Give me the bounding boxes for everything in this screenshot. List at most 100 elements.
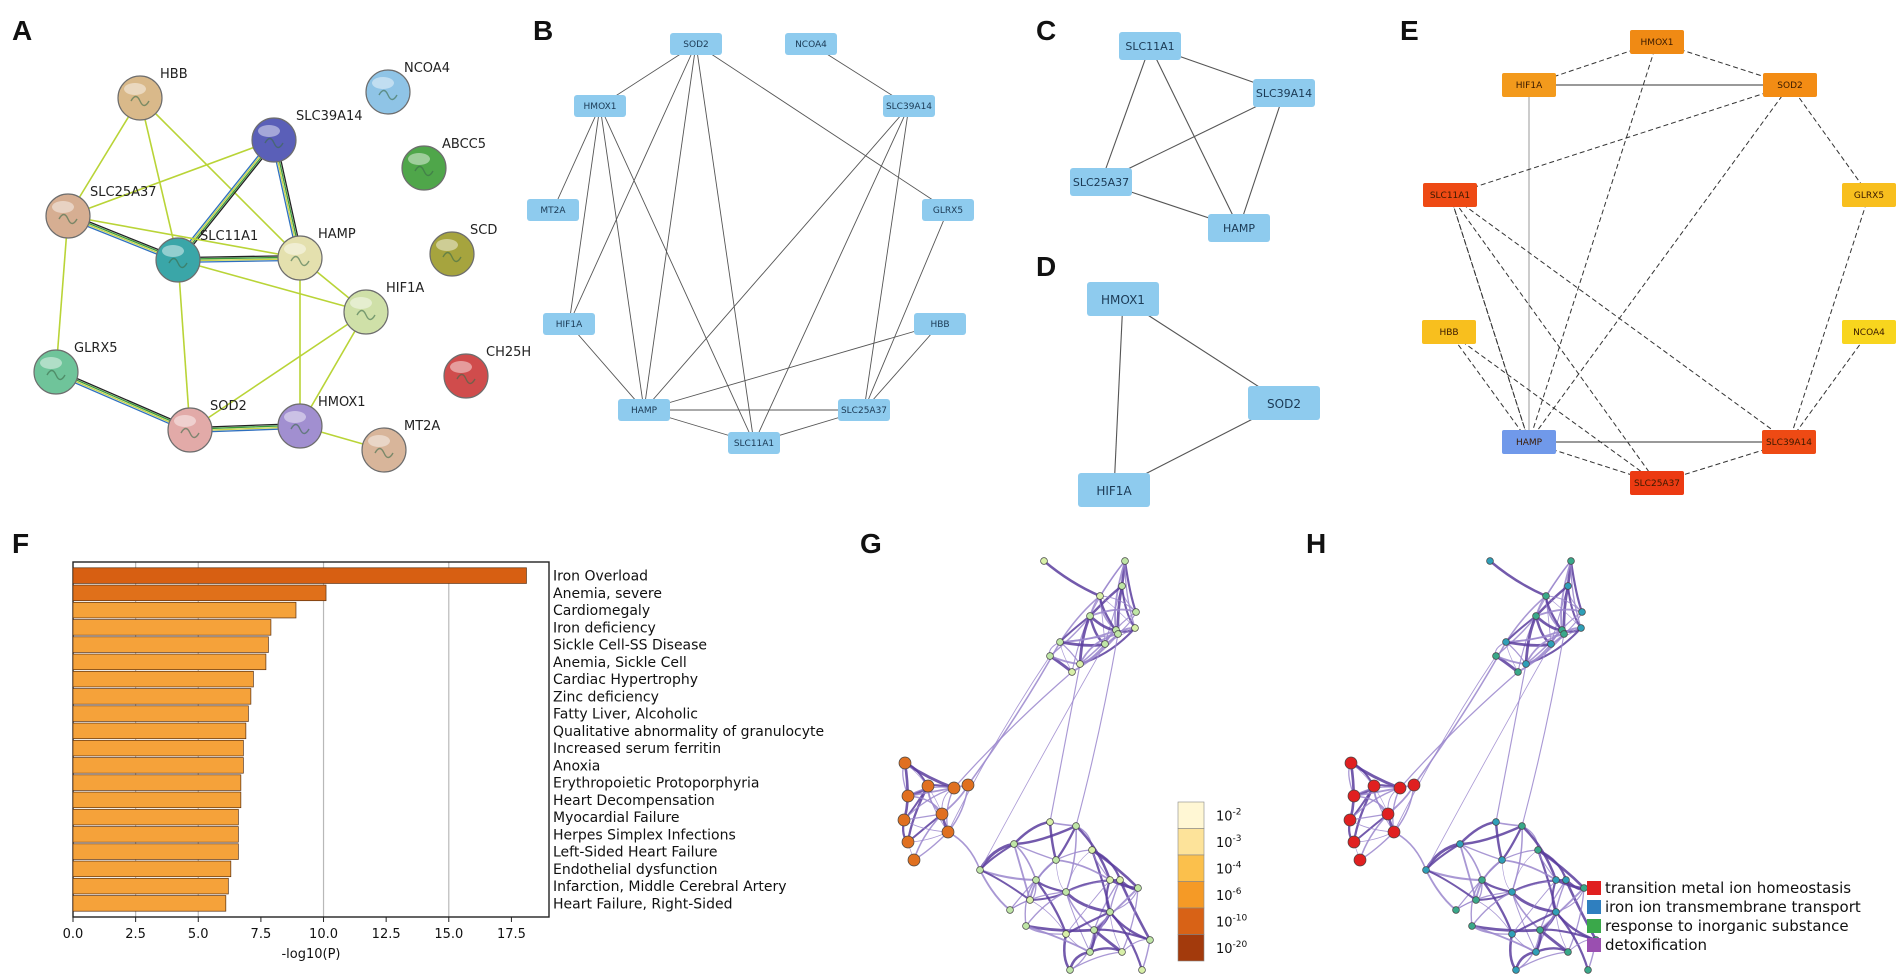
network-node xyxy=(1088,846,1096,854)
node-label-mt2a: MT2A xyxy=(540,206,566,216)
hub-node-hamp xyxy=(1502,430,1556,454)
protein-structure-icon xyxy=(442,251,462,263)
edge-hamp-slc11a1 xyxy=(1449,194,1530,443)
network-node xyxy=(1514,668,1522,676)
network-node xyxy=(1101,640,1109,648)
network-edge xyxy=(1065,825,1077,893)
network-edge xyxy=(1570,560,1582,629)
node-label-slc25a37: SLC25A37 xyxy=(841,406,887,416)
network-node xyxy=(1508,888,1516,896)
network-edge xyxy=(1399,671,1519,789)
bar-iron-overload xyxy=(72,567,527,584)
network-edge xyxy=(1124,560,1136,629)
network-node xyxy=(897,813,911,827)
network-node xyxy=(1518,822,1526,830)
hub-node-label-hamp: HAMP xyxy=(1516,438,1543,448)
network-edge xyxy=(1069,951,1123,971)
string-edge-glrx5-sod2 xyxy=(55,372,190,432)
category-label-erythropoietic-protoporphyria: Erythropoietic Protoporphyria xyxy=(553,776,760,792)
network-node xyxy=(1534,846,1542,854)
hub-node-sod2 xyxy=(1763,73,1817,97)
network-edge xyxy=(1065,879,1111,893)
node-slc11a1 xyxy=(728,432,780,454)
network-edge xyxy=(1079,629,1117,665)
node-label-slc11a1: SLC11A1 xyxy=(734,439,774,449)
bar-endothelial-dysfunction xyxy=(72,860,232,878)
protein-label-mt2a: MT2A xyxy=(404,419,440,434)
hub-node-label-glrx5: GLRX5 xyxy=(1854,191,1884,201)
edge-slc39a14-slc25a37 xyxy=(1100,92,1285,183)
edge-glrx5-slc25a37 xyxy=(863,209,949,411)
bar-infarction-middle-cerebral-artery xyxy=(72,877,229,895)
scale-swatch-4 xyxy=(1177,854,1205,882)
panel-label-g: G xyxy=(860,528,882,559)
node-hamp xyxy=(618,399,670,421)
network-node xyxy=(1542,592,1550,600)
network-edge xyxy=(1065,891,1091,953)
edge-hmox1-hif1a xyxy=(1113,298,1124,491)
x-tick-label: 17.5 xyxy=(497,927,526,942)
edge-sod2-hamp xyxy=(643,43,697,411)
network-node xyxy=(1132,608,1140,616)
network-edge xyxy=(1393,655,1497,833)
bar-zinc-deficiency xyxy=(72,688,252,705)
network-edge xyxy=(979,869,1037,881)
hub-node-label-slc39a14: SLC39A14 xyxy=(1766,438,1812,448)
network-node xyxy=(1114,630,1122,638)
category-label-anemia-sickle-cell: Anemia, Sickle Cell xyxy=(553,655,687,671)
network-edge xyxy=(1109,911,1144,971)
protein-structure-icon xyxy=(130,95,150,107)
protein-label-hbb: HBB xyxy=(160,67,188,82)
string-edge-slc11a1-sod2 xyxy=(177,259,191,431)
panel-label-f: F xyxy=(12,528,29,559)
scale-swatch-6 xyxy=(1177,881,1205,909)
protein-label-abcc5: ABCC5 xyxy=(442,137,486,152)
edge-slc39a14-slc11a1 xyxy=(753,105,910,444)
network-node xyxy=(1547,640,1555,648)
scale-base: 10 xyxy=(1216,942,1233,957)
hub-node-ncoa4 xyxy=(1842,320,1896,344)
network-edge xyxy=(1511,891,1537,953)
protein-structure-icon xyxy=(456,373,476,385)
network-node xyxy=(1478,876,1486,884)
protein-node-abcc5 xyxy=(401,145,447,191)
bar-cardiomegaly xyxy=(72,601,297,619)
x-tick-label: 10.0 xyxy=(309,927,338,942)
network-edge xyxy=(1471,891,1513,927)
node-hbb xyxy=(914,313,966,335)
scale-label-2: 10-2 xyxy=(1216,807,1242,824)
network-edge xyxy=(1055,859,1067,893)
protein-structure-icon xyxy=(168,257,188,269)
network-edge xyxy=(1121,887,1139,953)
network-edge xyxy=(1471,924,1541,933)
network-node xyxy=(898,756,912,770)
network-edge xyxy=(1079,633,1119,665)
protein-label-hamp: HAMP xyxy=(318,227,356,242)
hub-node-hbb xyxy=(1422,320,1476,344)
node-ncoa4 xyxy=(785,33,837,55)
network-edge xyxy=(1501,859,1513,893)
network-edge xyxy=(1065,911,1111,935)
network-node xyxy=(1486,557,1494,565)
network-edge xyxy=(1425,869,1483,881)
network-node xyxy=(1146,936,1154,944)
protein-label-slc11a1: SLC11A1 xyxy=(200,229,258,244)
network-edge xyxy=(1555,911,1590,971)
protein-node-ch25h xyxy=(443,353,489,399)
scale-exponent: -6 xyxy=(1233,887,1242,897)
category-label-anoxia: Anoxia xyxy=(553,758,600,774)
edge-slc39a14-hamp xyxy=(643,105,910,411)
protein-node-hamp xyxy=(277,235,323,281)
hub-node-label-hmox1: HMOX1 xyxy=(1641,38,1674,48)
edge-hmox1-hif1a xyxy=(568,105,601,325)
network-edge xyxy=(967,641,1061,786)
node-highlight xyxy=(258,125,280,137)
node-highlight xyxy=(174,415,196,427)
network-edge xyxy=(1525,633,1565,665)
network-node xyxy=(935,807,949,821)
network-node xyxy=(1508,930,1516,938)
network-node xyxy=(1134,884,1142,892)
protein-node-scd xyxy=(429,231,475,277)
